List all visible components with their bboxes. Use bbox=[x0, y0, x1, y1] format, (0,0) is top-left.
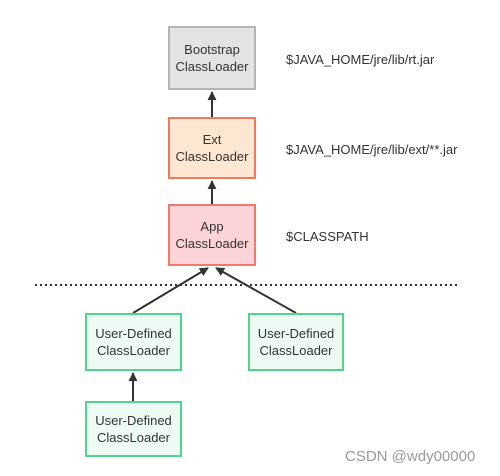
ext-path-label: $JAVA_HOME/jre/lib/ext/**.jar bbox=[286, 142, 458, 157]
arrow-user-right-to-app bbox=[215, 267, 297, 314]
app-path-label: $CLASSPATH bbox=[286, 229, 369, 244]
user-defined-classloader-bottom-node: User-Defined ClassLoader bbox=[85, 401, 182, 457]
app-classloader-node: App ClassLoader bbox=[168, 204, 256, 266]
user-defined-classloader-left-node: User-Defined ClassLoader bbox=[85, 313, 182, 371]
user-defined-classloader-right-node: User-Defined ClassLoader bbox=[248, 313, 344, 371]
arrow-user-left-to-app bbox=[132, 267, 209, 314]
ext-classloader-node: Ext ClassLoader bbox=[168, 117, 256, 179]
bootstrap-path-label: $JAVA_HOME/jre/lib/rt.jar bbox=[286, 52, 435, 67]
watermark-text: CSDN @wdy00000 bbox=[345, 448, 476, 465]
bootstrap-classloader-node: Bootstrap ClassLoader bbox=[168, 26, 256, 90]
